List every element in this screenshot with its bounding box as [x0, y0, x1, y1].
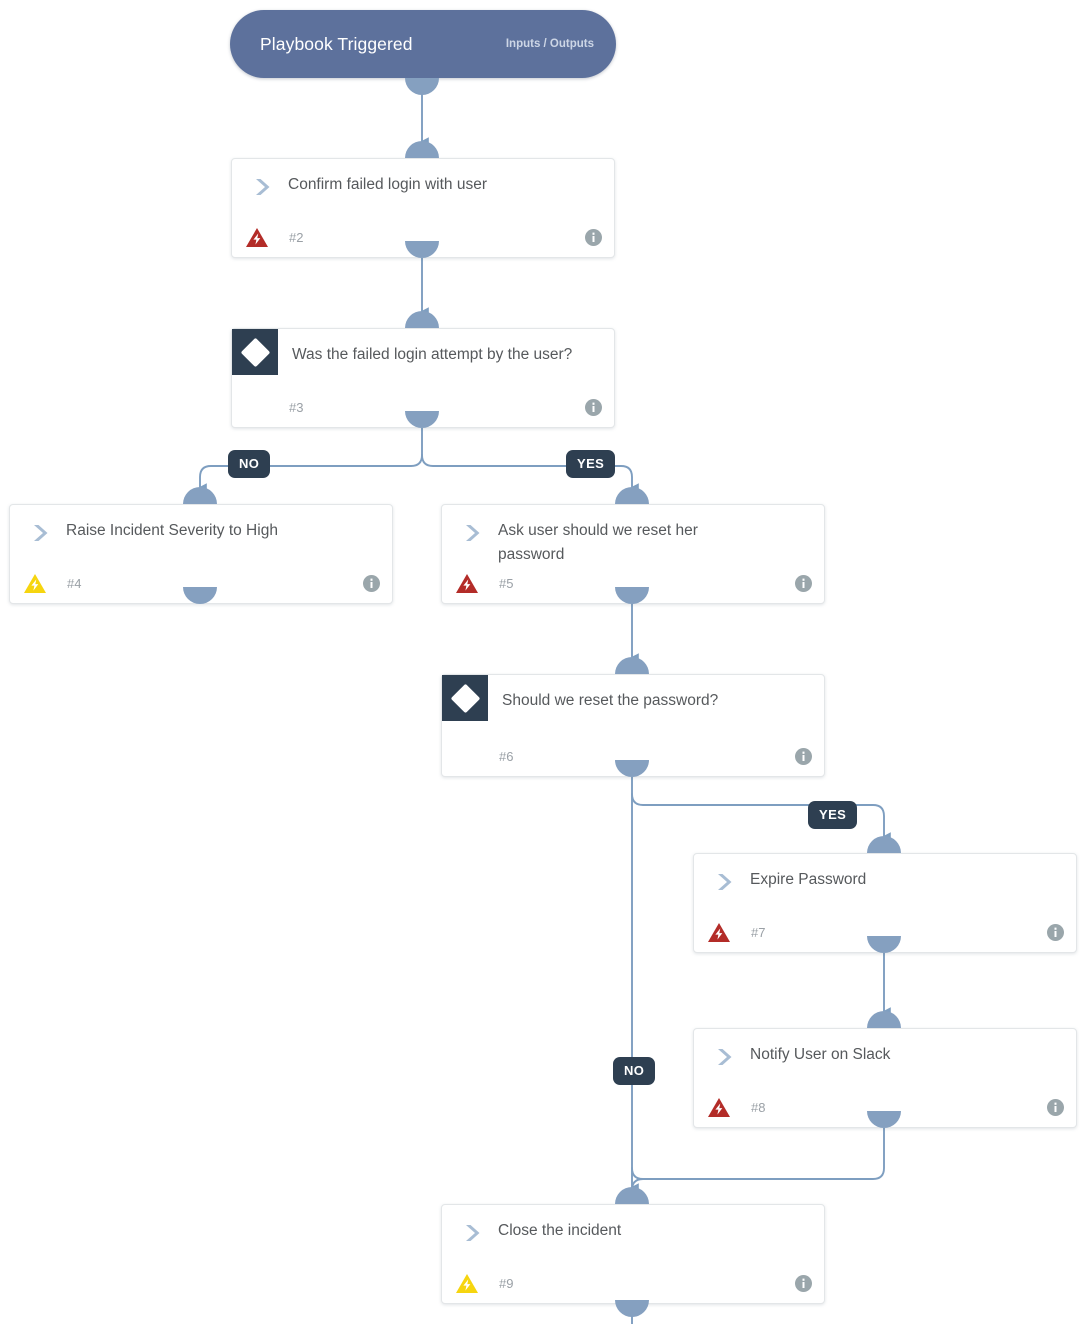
node-footer: #3	[232, 387, 614, 427]
info-icon[interactable]	[795, 1274, 812, 1292]
node-id: #7	[751, 924, 766, 940]
port-in-6[interactable]	[615, 657, 649, 674]
port-in-4[interactable]	[183, 487, 217, 504]
info-icon[interactable]	[795, 747, 812, 765]
port-out-2[interactable]	[405, 241, 439, 258]
port-in-9[interactable]	[615, 1187, 649, 1204]
node-title: Notify User on Slack	[750, 1046, 891, 1063]
severity-high-icon	[708, 1098, 730, 1117]
port-out-7[interactable]	[867, 936, 901, 953]
node-title: Raise Incident Severity to High	[66, 522, 278, 539]
task-node-4[interactable]: Raise Incident Severity to High #4	[9, 504, 393, 604]
port-out-8[interactable]	[867, 1111, 901, 1128]
node-footer: #6	[442, 736, 824, 776]
port-out-5[interactable]	[615, 587, 649, 604]
severity-placeholder	[454, 744, 480, 768]
node-title: Should we reset the password?	[502, 692, 719, 709]
severity-medium-icon	[456, 1274, 478, 1293]
node-head: Ask user should we reset her password	[442, 505, 824, 567]
node-footer: #7	[694, 912, 1076, 952]
node-id: #9	[499, 1275, 514, 1291]
node-head: Confirm failed login with user	[232, 159, 614, 205]
trigger-title: Playbook Triggered	[260, 33, 413, 54]
severity-high-icon	[708, 923, 730, 942]
task-node-9[interactable]: Close the incident #9	[441, 1204, 825, 1304]
node-title: Close the incident	[498, 1222, 622, 1239]
node-id: #3	[289, 399, 304, 415]
node-id: #2	[289, 229, 304, 245]
node-head: Raise Incident Severity to High	[10, 505, 392, 551]
node-id: #8	[751, 1099, 766, 1115]
node-title: Expire Password	[750, 871, 867, 888]
node-id: #4	[67, 575, 82, 591]
severity-medium-icon	[24, 574, 46, 593]
node-id: #6	[499, 748, 514, 764]
port-out-trigger[interactable]	[405, 78, 439, 95]
node-head: Notify User on Slack	[694, 1029, 1076, 1075]
node-footer: #2	[232, 217, 614, 257]
info-icon[interactable]	[585, 398, 602, 416]
info-icon[interactable]	[363, 574, 380, 592]
port-out-9[interactable]	[615, 1300, 649, 1317]
node-footer: #9	[442, 1263, 824, 1303]
branch-label-yes-6[interactable]: YES	[808, 801, 858, 829]
node-head: Should we reset the password?	[442, 675, 824, 721]
trigger-inputs-outputs-link[interactable]: Inputs / Outputs	[505, 38, 594, 50]
severity-placeholder	[244, 395, 270, 419]
condition-node-6[interactable]: Should we reset the password? #6	[441, 674, 825, 777]
node-id: #5	[499, 575, 514, 591]
node-footer: #8	[694, 1087, 1076, 1127]
node-title: Confirm failed login with user	[288, 176, 488, 193]
port-in-5[interactable]	[615, 487, 649, 504]
condition-node-3[interactable]: Was the failed login attempt by the user…	[231, 328, 615, 428]
info-icon[interactable]	[585, 228, 602, 246]
port-out-4[interactable]	[183, 587, 217, 604]
severity-high-icon	[246, 228, 268, 247]
node-title: Was the failed login attempt by the user…	[292, 346, 573, 363]
node-title: Ask user should we reset her password	[498, 522, 698, 563]
trigger-node[interactable]: Playbook Triggered Inputs / Outputs	[230, 10, 616, 78]
node-head: Close the incident	[442, 1205, 824, 1251]
diamond-icon	[442, 675, 488, 721]
port-out-6[interactable]	[615, 760, 649, 777]
info-icon[interactable]	[795, 574, 812, 592]
branch-label-no-6[interactable]: NO	[613, 1057, 656, 1085]
branch-label-yes-3[interactable]: YES	[566, 450, 616, 478]
chevron-right-icon	[466, 1225, 480, 1241]
severity-high-icon	[456, 574, 478, 593]
chevron-right-icon	[718, 1049, 732, 1065]
chevron-right-icon	[718, 874, 732, 890]
port-out-3[interactable]	[405, 411, 439, 428]
info-icon[interactable]	[1047, 1098, 1064, 1116]
chevron-right-icon	[34, 525, 48, 541]
port-in-2[interactable]	[405, 141, 439, 158]
info-icon[interactable]	[1047, 923, 1064, 941]
port-in-3[interactable]	[405, 311, 439, 328]
port-in-8[interactable]	[867, 1011, 901, 1028]
chevron-right-icon	[256, 179, 270, 195]
node-head: Was the failed login attempt by the user…	[232, 329, 614, 375]
node-footer: #4	[10, 563, 392, 603]
node-head: Expire Password	[694, 854, 1076, 900]
chevron-right-icon	[466, 525, 480, 541]
diamond-icon	[232, 329, 278, 375]
port-in-7[interactable]	[867, 836, 901, 853]
node-footer: #5	[442, 563, 824, 603]
branch-label-no-3[interactable]: NO	[228, 450, 271, 478]
